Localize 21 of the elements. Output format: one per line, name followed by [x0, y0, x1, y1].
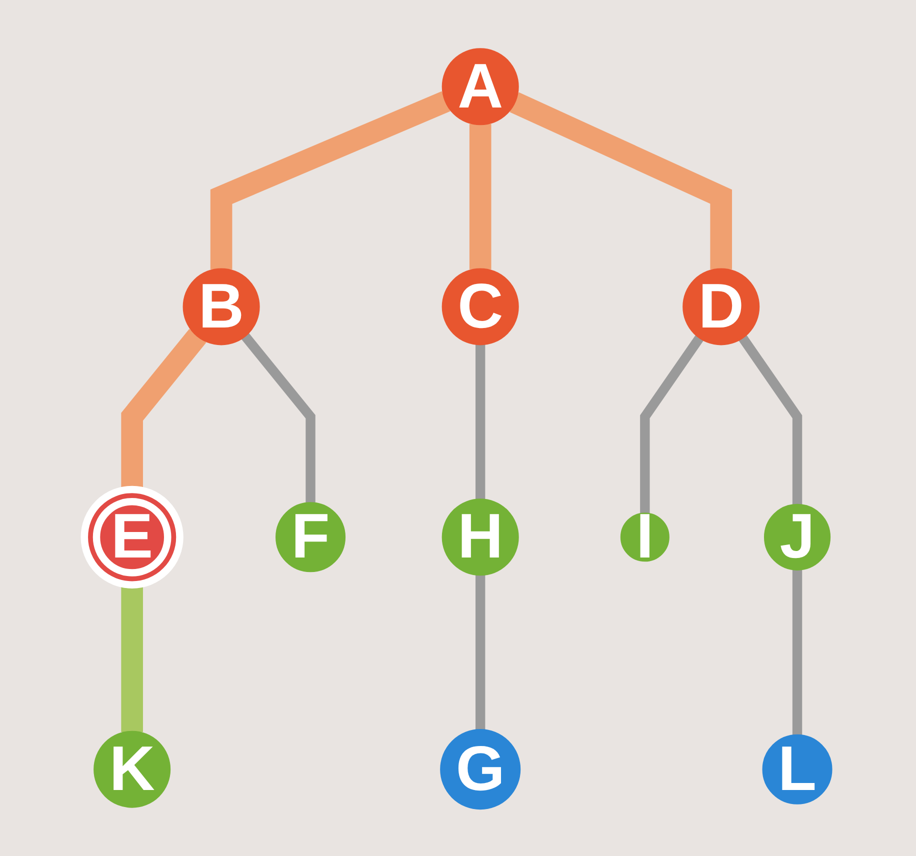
connector	[121, 328, 207, 490]
connector	[241, 332, 316, 504]
connector	[640, 334, 704, 514]
node-circle: J	[764, 504, 831, 570]
connector	[738, 334, 802, 506]
node-circle: K	[94, 730, 171, 808]
node-circle: F	[276, 502, 346, 572]
node-circle: E	[81, 486, 184, 588]
node-circle: G	[440, 729, 521, 810]
connector	[476, 574, 486, 730]
node-circle: B	[183, 268, 260, 346]
node-circle: C	[442, 268, 520, 346]
node-circle: I	[620, 512, 670, 562]
connector	[476, 344, 486, 500]
node-circle: A	[442, 48, 520, 126]
node-circle: D	[682, 268, 760, 346]
node-circle: L	[762, 734, 833, 804]
connector	[792, 569, 802, 736]
connector	[470, 124, 492, 270]
node-circle: H	[442, 498, 520, 576]
connector	[121, 584, 144, 732]
